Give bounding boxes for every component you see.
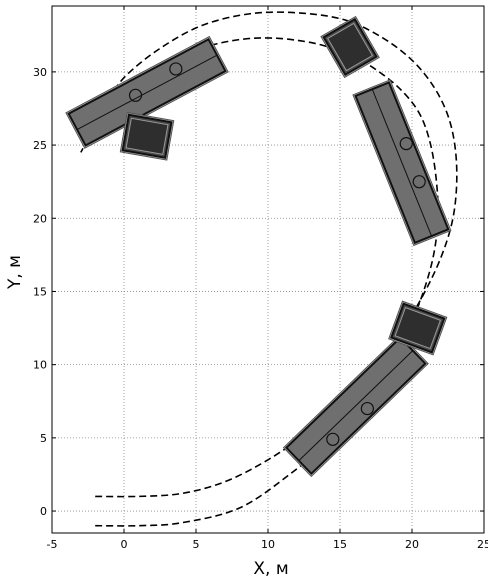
y-tick-label: 10 (33, 359, 47, 372)
x-tick-label: 20 (405, 538, 419, 551)
semitrailer-2 (352, 79, 452, 247)
semitrailer-3-axis (298, 350, 414, 462)
tractor-3 (388, 300, 448, 356)
x-axis-label: X, м (253, 559, 288, 579)
y-tick-label: 30 (33, 66, 47, 79)
y-axis-label: Y, м (5, 255, 25, 290)
tractor-2 (320, 15, 380, 79)
y-tick-label: 25 (33, 139, 47, 152)
y-tick-label: 5 (40, 432, 47, 445)
semitrailer-1-wheel (128, 88, 143, 102)
trajectory-curve-2 (90, 11, 458, 498)
semitrailer-3-wheel (326, 432, 340, 446)
semitrailer-3-wheel (360, 401, 374, 416)
semitrailer-1-wheel (169, 62, 183, 76)
vehicles (65, 15, 452, 478)
semitrailer-3 (282, 334, 429, 478)
x-tick-label: 0 (121, 538, 128, 551)
semitrailer-2-wheel (412, 175, 426, 189)
semitrailer-2-wheel (399, 137, 413, 151)
x-tick-label: 10 (261, 538, 275, 551)
x-tick-label: 25 (477, 538, 488, 551)
axes: -5 0 5 10 15 20 25 0 5 10 15 20 25 30 (33, 5, 488, 551)
y-tick-label: 20 (33, 212, 47, 225)
x-tick-label: 15 (333, 538, 347, 551)
y-tick-label: 15 (33, 285, 47, 298)
tractor-2-cab (327, 22, 374, 72)
semitrailer-1-axis (76, 54, 218, 130)
semitrailer-2-axis (371, 89, 433, 237)
x-tick-label: -5 (47, 538, 58, 551)
tractor-1 (119, 111, 175, 161)
x-tick-label: 5 (193, 538, 200, 551)
tractor-1-cab (125, 117, 169, 155)
y-tick-label: 0 (40, 505, 47, 518)
semitrailer-1 (65, 35, 229, 149)
tractor-3-cab (394, 306, 442, 350)
